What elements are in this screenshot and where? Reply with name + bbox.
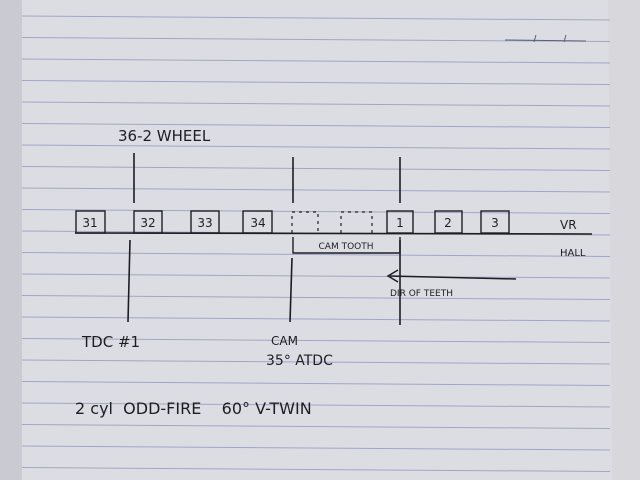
tooth-box [480, 210, 510, 234]
cam-tooth-label: CAM TOOTH [319, 242, 374, 252]
tooth-box [133, 210, 163, 234]
direction-label: DIR OF TEETH [390, 289, 453, 299]
tooth-label: 33 [197, 216, 212, 230]
ruled-line [21, 15, 611, 21]
engine-note: 2 cyl ODD-FIRE 60° V-TWIN [75, 399, 312, 418]
tooth-label: 31 [82, 216, 97, 230]
ruled-line [21, 424, 611, 429]
missing-teeth-gap [291, 211, 373, 233]
ruled-line [21, 123, 611, 128]
ruled-line [21, 338, 611, 343]
ruled-line [21, 187, 611, 193]
missing-tooth-outline [291, 211, 319, 233]
tdc-label: TDC #1 [81, 333, 140, 351]
ruled-line [21, 273, 611, 279]
teeth-after-gap: 1 2 3 [386, 210, 510, 234]
cam-tooth-box [292, 237, 401, 254]
notebook-page [0, 0, 612, 480]
tooth-label: 32 [140, 216, 155, 230]
ruled-line [21, 252, 611, 257]
ruled-line [21, 381, 611, 386]
page-header-mark [504, 39, 587, 42]
tooth-box [434, 210, 463, 234]
ruled-line [21, 295, 611, 300]
wheel-title: 36-2 WHEEL [118, 127, 211, 145]
ruled-line [21, 402, 611, 408]
tooth-label: 34 [250, 216, 265, 230]
tdc-marker-line-bottom [127, 239, 131, 323]
direction-arrow-shaft [389, 275, 517, 280]
cam-label: CAM [271, 334, 298, 348]
direction-arrow-head-icon [386, 269, 399, 283]
tooth-box [242, 210, 273, 234]
missing-tooth-outline [340, 211, 373, 233]
ruled-line [21, 144, 611, 150]
tooth-label: 3 [491, 216, 499, 230]
ruled-line [21, 166, 611, 171]
cam-marker-line-bottom [289, 257, 293, 323]
ruled-line [21, 58, 611, 64]
ruled-line [21, 37, 611, 42]
tooth-label: 2 [444, 216, 452, 230]
ruled-line [21, 445, 611, 451]
teeth-before-gap: 31 32 33 34 [75, 210, 273, 234]
ruled-lines [21, 15, 611, 472]
ruled-line [21, 467, 611, 472]
tooth-box [75, 210, 106, 234]
page-header-tick [533, 34, 537, 43]
hall-sensor-label: HALL [560, 248, 586, 259]
ruled-line [21, 359, 611, 365]
ruled-line [21, 101, 611, 107]
vr-sensor-label: VR [560, 218, 577, 232]
page-header-tick [563, 34, 567, 43]
ruled-line [21, 316, 611, 322]
page-binding-edge [0, 0, 22, 480]
tooth-box [386, 210, 414, 234]
tooth-box [190, 210, 220, 234]
cam-angle-label: 35° ATDC [266, 353, 333, 369]
tooth-label: 1 [396, 216, 404, 230]
ruled-line [21, 80, 611, 85]
